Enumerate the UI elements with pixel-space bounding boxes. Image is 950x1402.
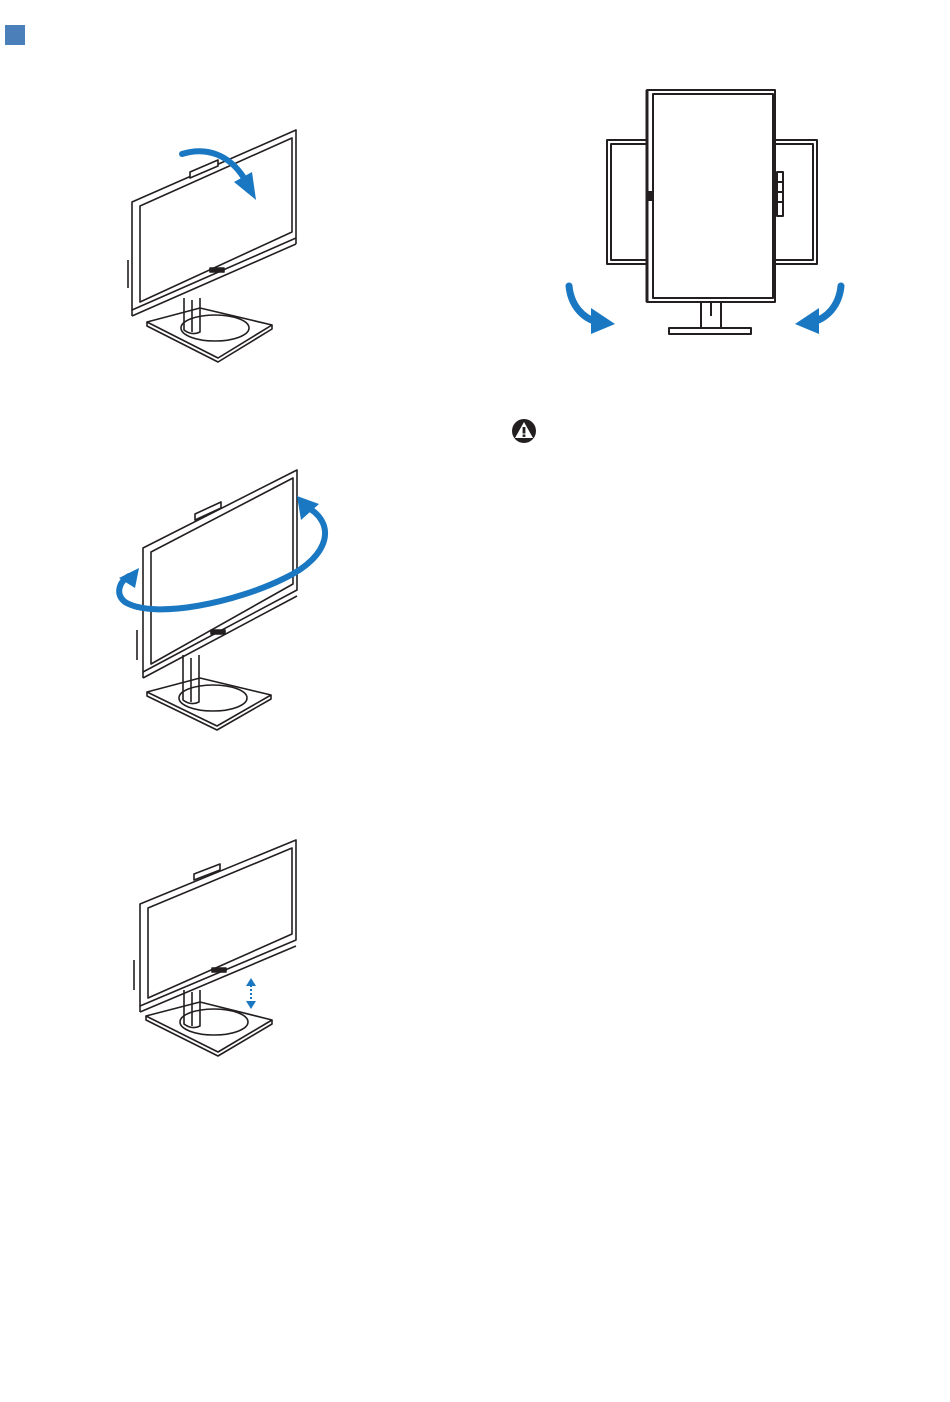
monitor-pivot-illustration [555,80,855,350]
section-marker [5,25,25,45]
pivot-arrow-right-icon [795,286,841,334]
monitor-tilt-illustration [110,120,310,370]
height-arrow-icon [246,978,256,1009]
monitor-height-adjustment-illustration [110,830,310,1060]
pivot-arrow-left-icon [569,286,615,334]
section-marker-square [5,25,25,45]
warning-icon [510,418,538,444]
monitor-swivel-illustration [105,460,345,740]
